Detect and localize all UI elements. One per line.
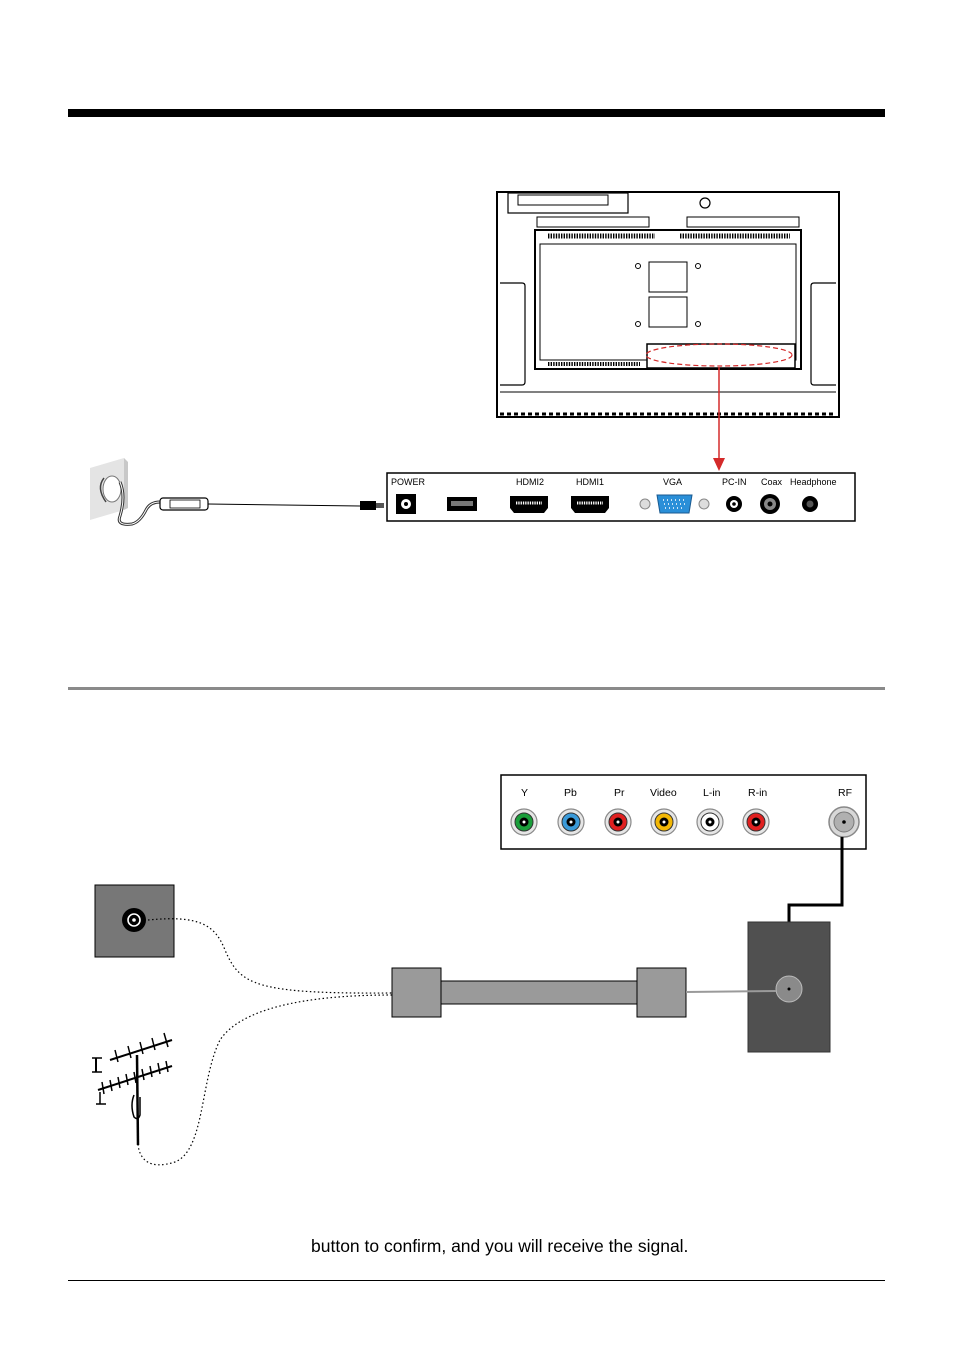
tv-rear-view <box>497 192 839 417</box>
label-power: POWER <box>391 477 426 487</box>
pb-jack <box>558 809 584 835</box>
label-hdmi2: HDMI2 <box>516 477 544 487</box>
coax-port <box>760 494 780 514</box>
label-pr: Pr <box>614 787 625 799</box>
label-r-in: R-in <box>748 787 767 799</box>
hdmi1-port <box>571 496 609 513</box>
footer-rule <box>68 1280 885 1281</box>
label-hdmi1: HDMI1 <box>576 477 604 487</box>
power-connection-diagram: POWER HDMI2 HDMI1 VGA PC-IN Coax Headpho… <box>0 0 954 690</box>
cable-tv-outlet <box>95 885 174 957</box>
hdmi2-port <box>510 496 548 513</box>
label-pb: Pb <box>564 787 577 799</box>
label-rf: RF <box>838 787 852 799</box>
label-coax: Coax <box>761 477 783 487</box>
wall-outlet <box>90 458 384 524</box>
rf-port <box>829 807 859 837</box>
outdoor-antenna-icon <box>92 1033 172 1145</box>
antenna-cable <box>392 968 776 1017</box>
antenna-connection-diagram: Y Pb Pr Video L-in R-in RF <box>0 690 954 1210</box>
label-vga: VGA <box>663 477 682 487</box>
label-video: Video <box>650 787 677 799</box>
label-pc-in: PC-IN <box>722 477 747 487</box>
antenna-dotted-lead <box>138 995 392 1165</box>
y-jack <box>511 809 537 835</box>
label-headphone: Headphone <box>790 477 837 487</box>
l-in-jack <box>697 809 723 835</box>
r-in-jack <box>743 809 769 835</box>
label-y: Y <box>521 787 528 799</box>
usb-port <box>447 497 477 511</box>
wall-antenna-socket <box>748 922 830 1052</box>
pr-jack <box>605 809 631 835</box>
side-connector-panel: Y Pb Pr Video L-in R-in RF <box>501 775 866 849</box>
top-connector-panel: POWER HDMI2 HDMI1 VGA PC-IN Coax Headpho… <box>387 473 855 521</box>
video-jack <box>651 809 677 835</box>
instruction-caption: button to confirm, and you will receive … <box>311 1236 688 1257</box>
outlet-dotted-lead <box>148 919 392 993</box>
pc-in-port <box>726 496 742 512</box>
label-l-in: L-in <box>703 787 721 799</box>
power-port <box>396 494 416 514</box>
headphone-port <box>802 496 818 512</box>
